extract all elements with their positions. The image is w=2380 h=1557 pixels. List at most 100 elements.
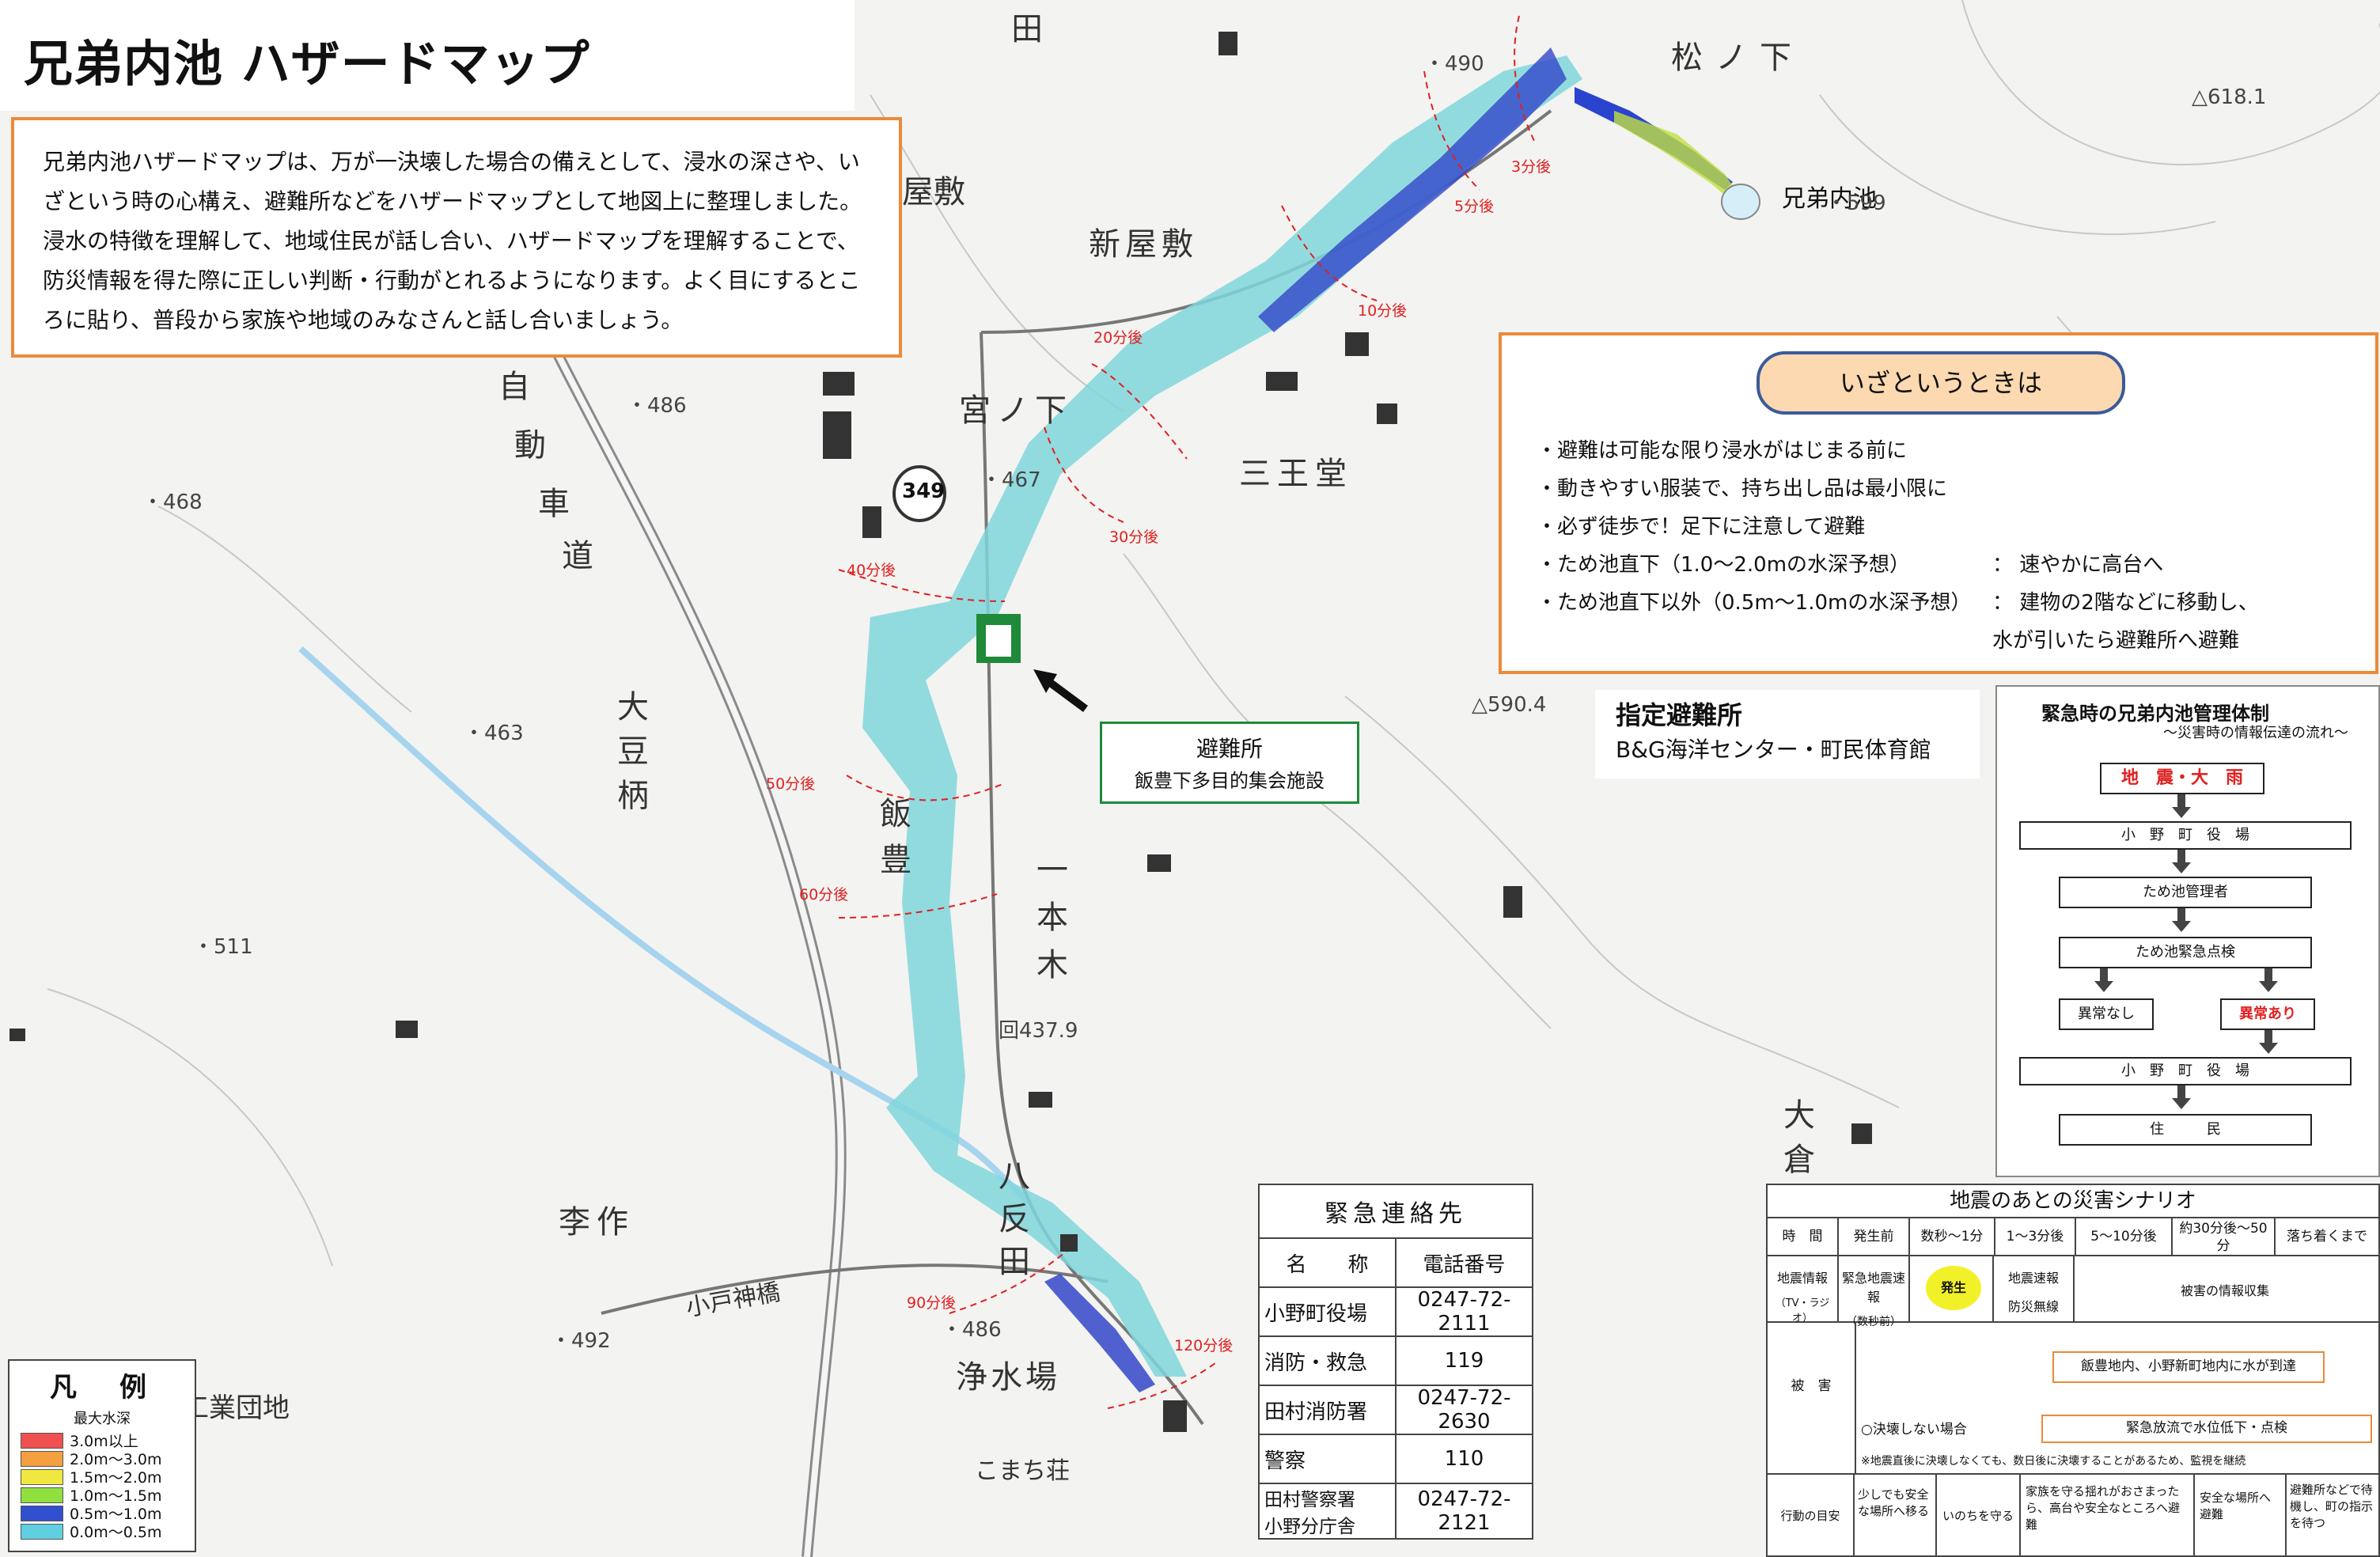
- place-name: 李作: [559, 1204, 635, 1241]
- emergency-heading: いざというときは: [1757, 351, 2125, 415]
- scenario-action-label: 行動の目安: [1768, 1475, 1855, 1557]
- scenario-damage-arrive: 飯豊地内、小野新町地内に水が到達: [2052, 1351, 2325, 1383]
- scenario-early: 緊急地震速報: [1841, 1271, 1905, 1305]
- scenario-collect: 被害の情報収集: [2180, 1283, 2269, 1298]
- legend-item: 0.0m～0.5m: [21, 1522, 184, 1541]
- disaster-scenario-table: 地震のあとの災害シナリオ 時 間 発生前 数秒～1分 1～3分後 5～10分後 …: [1766, 1184, 2380, 1557]
- emergency-guidance-box: いざというときは ・避難は可能な限り浸水がはじまる前に ・動きやすい服装で、持ち…: [1499, 332, 2378, 674]
- scenario-heading: 地震のあとの災害シナリオ: [1768, 1185, 2378, 1218]
- arrival-time-label: 10分後: [1358, 302, 1408, 320]
- arrival-time-label: 3分後: [1511, 158, 1552, 176]
- emergency-item: ・動きやすい服装で、持ち出し品は最小限に: [1537, 470, 2259, 508]
- arrival-time-lines: [838, 15, 1536, 1409]
- shelter-callout-label: 避難所: [1196, 736, 1263, 762]
- flow-arrowhead: [2259, 981, 2278, 992]
- scenario-damage-row: 被 害 飯豊地内、小野新町地内に水が到達 ○決壊しない場合 緊急放流で水位低下・…: [1768, 1323, 2378, 1475]
- legend-swatch: [21, 1468, 63, 1485]
- legend-item: 2.0m～3.0m: [21, 1449, 184, 1468]
- flow-arrowhead: [2172, 862, 2191, 873]
- designated-shelter-box: 指定避難所 B&G海洋センター・町民体育館: [1595, 690, 1980, 778]
- flow-arrow: [2177, 908, 2185, 922]
- intro-paragraph-2: 浸水の特徴を理解して、地域住民が話し合い、ハザードマップを理解することで、防災情…: [43, 228, 861, 333]
- spot-height: △618.1: [2192, 85, 2267, 109]
- legend-swatch: [21, 1432, 63, 1449]
- contact-name: 警察: [1258, 1434, 1397, 1484]
- scenario-radio: 防災無線: [2007, 1299, 2059, 1314]
- place-name: 自: [498, 369, 530, 405]
- spot-height: 回437.9: [999, 1019, 1078, 1043]
- emergency-item-note: ： 速やかに高台へ: [1992, 553, 2164, 577]
- flow-arrowhead: [2094, 981, 2113, 992]
- legend-item: 1.0m～1.5m: [21, 1486, 184, 1505]
- legend-label: 0.0m～0.5m: [70, 1524, 162, 1541]
- arrival-time-label: 90分後: [907, 1294, 957, 1312]
- flow-arrow: [2177, 1085, 2185, 1100]
- shelter-callout-name: 飯豊下多目的集会施設: [1135, 770, 1325, 792]
- flow-step: 異常なし: [2059, 998, 2154, 1030]
- scenario-early-cell: 緊急地震速報 （数秒前）: [1839, 1256, 1910, 1328]
- flow-arrow: [2100, 968, 2108, 983]
- spot-height: △590.4: [1472, 693, 1547, 717]
- pond-label: 兄弟内池: [1782, 185, 1877, 213]
- emergency-item: 水が引いたら避難所へ避難: [1537, 622, 2259, 660]
- flow-arrowhead: [2259, 1043, 2278, 1054]
- scenario-action: 家族を守る揺れがおさまったら、高台や安全なところへ避難: [2021, 1475, 2195, 1557]
- place-name: 飯豊: [880, 796, 911, 878]
- contact-name: 田村警察署 小野分庁舎: [1258, 1483, 1397, 1540]
- place-name: 大倉: [1783, 1097, 1815, 1178]
- scenario-col: 発生前: [1839, 1218, 1910, 1255]
- flow-step: 小 野 町 役 場: [2019, 1057, 2352, 1085]
- scenario-action-row: 行動の目安 少しでも安全な場所へ移る いのちを守る 家族を守る揺れがおさまったら…: [1768, 1475, 2378, 1557]
- map-title: 兄弟内池 ハザードマップ: [24, 35, 590, 93]
- emergency-item-text: ・動きやすい服装で、持ち出し品は最小限に: [1537, 477, 1947, 501]
- arrival-time-label: 40分後: [847, 562, 896, 579]
- legend-heading: 凡 例: [50, 1372, 154, 1404]
- place-name: 浄水場: [956, 1359, 1060, 1396]
- arrival-time-label: 60分後: [799, 886, 849, 904]
- flow-arrowhead: [2172, 1098, 2191, 1109]
- scenario-col: 時 間: [1768, 1218, 1839, 1255]
- legend-subheading: 最大水深: [74, 1411, 131, 1427]
- emergency-item-text: ・避難は可能な限り浸水がはじまる前に: [1537, 439, 1908, 463]
- legend-label: 1.0m～1.5m: [70, 1487, 162, 1505]
- emergency-item-note: 水が引いたら避難所へ避難: [1992, 629, 2240, 653]
- scenario-col: 約30分後～50分: [2173, 1218, 2276, 1255]
- contact-name: 小野町役場: [1258, 1286, 1397, 1337]
- emergency-item: ・避難は可能な限り浸水がはじまる前に: [1537, 432, 2259, 470]
- legend-swatch: [21, 1450, 63, 1467]
- arrival-time-label: 5分後: [1454, 198, 1495, 215]
- flow-step: 地 震・大 雨: [2100, 763, 2264, 794]
- intro-paragraph-1: 兄弟内池ハザードマップは、万が一決壊した場合の備えとして、浸水の深さや、いざとい…: [43, 149, 862, 214]
- flow-subtitle: ～災害時の情報伝達の流れ～: [2163, 725, 2348, 741]
- legend-item: 1.5m～2.0m: [21, 1468, 184, 1487]
- emergency-item: ・必ず徒歩で！足下に注意して避難: [1537, 508, 2259, 546]
- management-flow-chart: 緊急時の兄弟内池管理体制 ～災害時の情報伝達の流れ～ 地 震・大 雨 小 野 町…: [1995, 685, 2380, 1177]
- spot-height: ・463: [464, 722, 524, 745]
- place-name: 工業団地: [182, 1392, 290, 1424]
- map-title-panel: 兄弟内池 ハザードマップ: [0, 0, 855, 111]
- contact-phone: 0247-72-2111: [1395, 1286, 1533, 1337]
- scenario-action: 安全な場所へ避難: [2195, 1475, 2287, 1557]
- emergency-item-text: ・ため池直下（1.0～2.0mの水深予想）: [1537, 553, 1911, 577]
- scenario-action: 避難所などで待機し、町の指示を待つ: [2290, 1483, 2374, 1530]
- spot-height: ・511: [193, 935, 253, 959]
- scenario-info-row: 地震情報 （TV・ラジオ） 緊急地震速報 （数秒前） 発生 地震速報 防災無線 …: [1768, 1256, 2378, 1328]
- contact-phone: 0247-72-2121: [1395, 1483, 1533, 1540]
- scenario-release: 緊急放流で水位低下・点検: [2041, 1415, 2372, 1443]
- intro-box: 兄弟内池ハザードマップは、万が一決壊した場合の備えとして、浸水の深さや、いざとい…: [11, 117, 902, 358]
- contact-name: 消防・救急: [1258, 1335, 1397, 1386]
- legend-swatch: [21, 1505, 63, 1521]
- scenario-header-row: 時 間 発生前 数秒～1分 1～3分後 5～10分後 約30分後～50分 落ち着…: [1768, 1218, 2378, 1256]
- flow-step: ため池管理者: [2059, 877, 2312, 908]
- flow-step: 小 野 町 役 場: [2019, 821, 2352, 850]
- flow-arrow: [2177, 850, 2185, 864]
- flow-arrow: [2264, 968, 2272, 983]
- shelter-callout: 避難所 飯豊下多目的集会施設: [1100, 722, 1359, 804]
- place-name: 大豆柄: [617, 689, 649, 814]
- place-name: 動: [514, 427, 546, 464]
- spot-height: ・492: [551, 1329, 611, 1353]
